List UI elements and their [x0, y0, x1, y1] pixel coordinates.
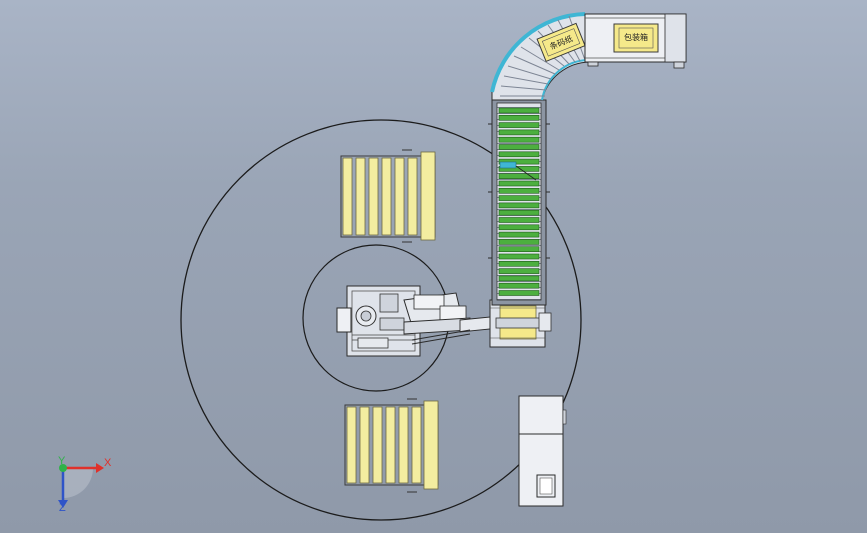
robot-reach-circle — [180, 119, 582, 521]
conveyor-roller — [498, 268, 540, 274]
conveyor-roller — [498, 122, 540, 128]
conveyor-roller — [498, 144, 540, 150]
box-package[interactable]: 包装箱 — [613, 23, 659, 53]
curved-conveyor[interactable]: 条码纸 — [490, 12, 591, 101]
conveyor-roller — [498, 275, 540, 282]
conveyor-roller — [498, 195, 540, 201]
infeed-conveyor[interactable]: 包装箱 — [584, 13, 687, 69]
box-barcode[interactable]: 条码纸 — [536, 22, 586, 63]
conveyor-roller — [498, 158, 540, 165]
robot-base[interactable] — [336, 285, 421, 357]
conveyor-roller — [498, 188, 540, 194]
conveyor-roller — [498, 253, 540, 260]
axis-x-label: X — [104, 457, 112, 469]
axis-y-label: Y — [58, 455, 66, 467]
conveyor-roller — [498, 239, 540, 245]
robot-arm[interactable] — [403, 292, 501, 345]
conveyor-roller — [498, 231, 540, 238]
conveyor-roller — [498, 151, 540, 158]
conveyor-roller — [498, 260, 540, 267]
conveyor-roller — [498, 246, 540, 252]
conveyor-roller — [498, 282, 540, 289]
pallet-top[interactable] — [340, 149, 436, 243]
conveyor-roller-array — [498, 107, 540, 296]
conveyor-roller — [498, 129, 540, 136]
box-package-label: 包装箱 — [624, 32, 648, 42]
conveyor-roller — [498, 209, 540, 216]
pallet-bottom[interactable] — [344, 398, 439, 493]
conveyor-roller — [498, 166, 540, 172]
conveyor-roller — [498, 115, 540, 121]
axis-triad — [58, 463, 104, 508]
robot-gripper[interactable] — [489, 299, 552, 348]
control-cabinet[interactable] — [518, 395, 567, 507]
conveyor-roller — [498, 107, 540, 114]
conveyor-roller — [498, 136, 540, 143]
conveyor-roller — [498, 224, 540, 231]
conveyor-roller — [498, 290, 540, 296]
roller-conveyor[interactable] — [488, 99, 550, 306]
axis-z-label: Z — [59, 502, 66, 514]
conveyor-roller — [498, 217, 540, 223]
conveyor-roller — [498, 180, 540, 187]
conveyor-roller — [498, 173, 540, 179]
conveyor-roller — [498, 202, 540, 209]
